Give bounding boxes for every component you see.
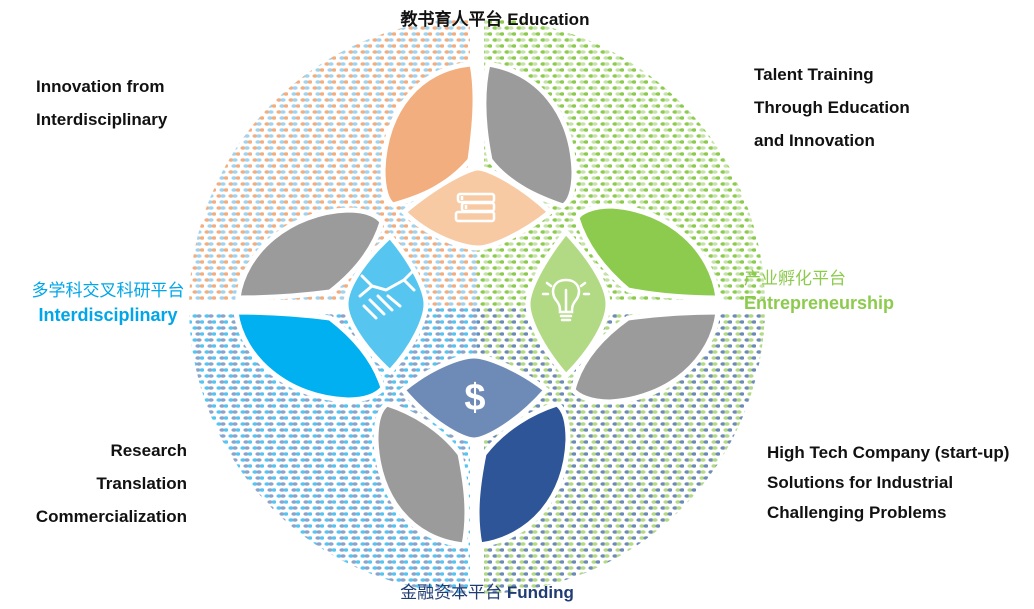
entrepreneurship-title-en: Entrepreneurship <box>744 293 895 313</box>
funding-cluster: $ <box>373 353 571 548</box>
education-title-cn: 教书育人平台 <box>400 10 503 29</box>
interdisciplinary-cluster <box>233 207 429 403</box>
note-line: Research <box>110 441 187 460</box>
education-leaf-gray <box>481 61 577 209</box>
entrepreneurship-title-cn: 产业孵化平台 <box>744 269 846 288</box>
note-top-right: Talent Training Through Education and In… <box>754 58 910 157</box>
note-bottom-left: Research Translation Commercialization <box>10 434 187 533</box>
funding-leaf-gray <box>373 401 470 548</box>
handshake-icon <box>358 270 416 320</box>
note-line: and Innovation <box>754 131 875 150</box>
education-leaf-orange <box>380 61 478 208</box>
note-line: Innovation from <box>36 77 165 96</box>
entrepreneurship-center-tile <box>525 228 611 380</box>
funding-platform-title: 金融资本平台 Funding <box>0 578 974 603</box>
education-center-tile <box>400 165 554 251</box>
note-bottom-right: High Tech Company (start-up) Solutions f… <box>767 438 1009 528</box>
books-icon <box>454 192 496 223</box>
entrepreneurship-cluster <box>525 203 721 405</box>
note-line: Interdisciplinary <box>36 110 168 129</box>
interdisciplinary-leaf-gray <box>235 207 385 301</box>
education-platform-title: 教书育人平台 Education <box>0 5 990 30</box>
entrepreneurship-leaf-gray <box>570 309 721 405</box>
note-line: Challenging Problems <box>767 503 947 522</box>
note-top-left: Innovation from Interdisciplinary <box>36 70 167 136</box>
education-title-en: Education <box>507 10 590 29</box>
funding-leaf-navy <box>474 401 571 548</box>
note-line: Through Education <box>754 98 910 117</box>
funding-title-cn: 金融资本平台 <box>400 583 503 602</box>
interdisciplinary-title-en: Interdisciplinary <box>38 305 178 325</box>
note-line: High Tech Company (start-up) <box>767 443 1010 462</box>
note-line: Talent Training <box>754 65 874 84</box>
note-line: Commercialization <box>35 507 187 526</box>
funding-title-en: Funding <box>506 583 574 602</box>
lightbulb-icon <box>541 278 591 322</box>
note-line: Translation <box>96 474 187 493</box>
interdisciplinary-leaf-blue <box>233 309 386 403</box>
interdisciplinary-title-cn: 多学科交叉科研平台 <box>31 281 185 300</box>
funding-center-tile <box>399 353 550 443</box>
entrepreneurship-platform-title: 产业孵化平台 Entrepreneurship <box>744 266 894 316</box>
note-line: Solutions for Industrial <box>767 473 954 492</box>
dollar-icon: $ <box>464 377 485 419</box>
education-cluster <box>380 61 577 251</box>
interdisciplinary-platform-title: 多学科交叉科研平台 Interdisciplinary <box>8 278 208 328</box>
entrepreneurship-leaf-green <box>574 203 721 301</box>
